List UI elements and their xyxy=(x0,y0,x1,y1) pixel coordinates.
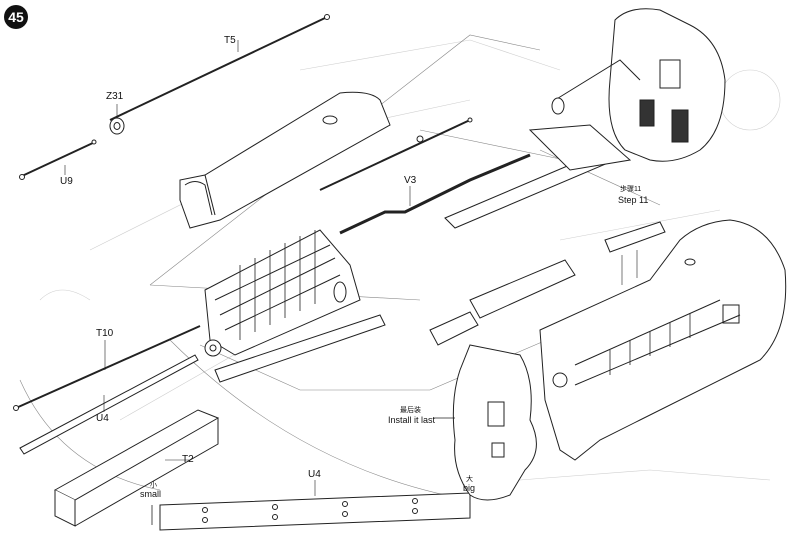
bulkhead-top xyxy=(528,8,726,171)
big-label: big xyxy=(463,483,476,493)
part-z31 xyxy=(109,104,125,135)
label-z31: Z31 xyxy=(106,91,124,102)
rod-t10 xyxy=(13,325,201,411)
small-label: small xyxy=(140,489,162,499)
engine-block xyxy=(204,229,386,383)
label-u4-rod: U4 xyxy=(96,413,109,424)
rod-t5 xyxy=(109,14,330,121)
part-u4-plate xyxy=(151,480,471,531)
label-t10: T10 xyxy=(96,328,114,339)
install-last-label: Install it last xyxy=(388,415,436,425)
hull-cover xyxy=(179,91,391,229)
step-reference-cn: 步骤11 xyxy=(620,186,642,193)
label-t5: T5 xyxy=(224,35,236,46)
rod-u9 xyxy=(19,139,97,180)
part-u4-rod xyxy=(19,354,199,455)
label-u4-plate: U4 xyxy=(308,469,321,480)
lower-hull-assembly xyxy=(539,219,787,461)
small-cn: 小 xyxy=(150,482,157,489)
label-u9: U9 xyxy=(60,176,73,187)
bulkhead-plate xyxy=(433,344,537,501)
install-last-cn: 最后装 xyxy=(400,407,421,414)
label-v3: V3 xyxy=(404,175,417,186)
step-number-badge: 45 xyxy=(4,5,28,29)
big-cn: 大 xyxy=(466,476,473,483)
step-reference-label: Step 11 xyxy=(618,195,649,205)
part-t2 xyxy=(53,409,220,527)
cylinders xyxy=(429,221,666,346)
label-t2: T2 xyxy=(182,454,194,465)
